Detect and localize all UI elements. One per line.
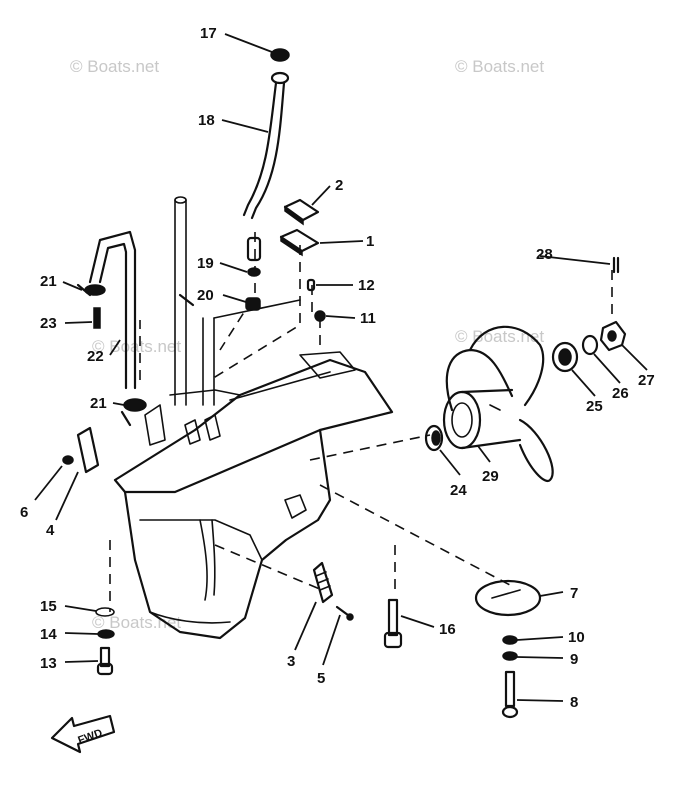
watermark: © Boats.net bbox=[92, 337, 181, 356]
callout-25: 25 bbox=[586, 398, 603, 415]
part-5-screw bbox=[335, 605, 354, 621]
callout-15: 15 bbox=[40, 598, 57, 615]
callout-19: 19 bbox=[197, 255, 214, 272]
part-20-grommet bbox=[245, 297, 261, 311]
callout-4: 4 bbox=[46, 522, 55, 539]
leader-lines bbox=[34, 33, 648, 702]
callout-21: 21 bbox=[40, 273, 57, 290]
callout-16: 16 bbox=[439, 621, 456, 638]
water-tube bbox=[202, 299, 301, 406]
part-25-washer bbox=[551, 341, 579, 373]
callout-8: 8 bbox=[570, 694, 578, 711]
callout-13: 13 bbox=[40, 655, 57, 672]
part-19-tube bbox=[246, 236, 262, 277]
part-21-clip-upper bbox=[76, 283, 106, 297]
part-14-gasket bbox=[97, 629, 115, 639]
callout-2: 2 bbox=[335, 177, 343, 194]
callout-26: 26 bbox=[612, 385, 629, 402]
part-22-tube bbox=[88, 230, 137, 390]
callout-9: 9 bbox=[570, 651, 578, 668]
callout-20: 20 bbox=[197, 287, 214, 304]
gear-case-housing bbox=[113, 351, 394, 640]
callout-12: 12 bbox=[358, 277, 375, 294]
watermark: © Boats.net bbox=[70, 57, 159, 76]
callout-5: 5 bbox=[317, 670, 325, 687]
part-28-cotter-pin bbox=[612, 256, 620, 274]
part-11-plug bbox=[314, 310, 326, 322]
part-27-nut bbox=[599, 320, 627, 352]
callout-14: 14 bbox=[40, 626, 57, 643]
part-12-pin bbox=[306, 278, 316, 292]
callout-11: 11 bbox=[360, 310, 376, 327]
callout-labels: 17 18 2 1 19 20 12 11 21 23 22 21 6 4 28… bbox=[20, 25, 655, 711]
part-4-plate bbox=[76, 426, 100, 474]
callout-27: 27 bbox=[638, 372, 655, 389]
part-26-washer bbox=[581, 334, 599, 356]
part-21-clip-lower bbox=[120, 398, 147, 427]
part-2-pad bbox=[283, 198, 320, 226]
callout-17: 17 bbox=[200, 25, 217, 42]
part-9-washer bbox=[502, 651, 518, 661]
part-3-anode bbox=[312, 561, 334, 604]
callout-23: 23 bbox=[40, 315, 57, 332]
part-24-spacer bbox=[424, 424, 444, 452]
part-13-screw bbox=[96, 646, 114, 676]
callout-21: 21 bbox=[90, 395, 107, 412]
part-18-hose bbox=[242, 71, 290, 220]
part-29-propeller bbox=[442, 325, 554, 483]
callout-24: 24 bbox=[450, 482, 467, 499]
callout-3: 3 bbox=[287, 653, 295, 670]
part-7-trim-tab bbox=[474, 579, 542, 617]
part-15-washer bbox=[95, 607, 115, 617]
callout-6: 6 bbox=[20, 504, 28, 521]
callout-1: 1 bbox=[366, 233, 374, 250]
part-10-washer bbox=[502, 635, 518, 645]
forward-label: FWD bbox=[76, 727, 104, 747]
part-1-pad bbox=[279, 228, 320, 257]
callout-10: 10 bbox=[568, 629, 585, 646]
callout-18: 18 bbox=[198, 112, 215, 129]
watermark: © Boats.net bbox=[455, 57, 544, 76]
part-8-bolt bbox=[501, 670, 519, 719]
part-16-bolt bbox=[383, 598, 403, 649]
callout-29: 29 bbox=[482, 468, 499, 485]
part-6-bolt bbox=[62, 455, 74, 465]
forward-arrow-icon: FWD bbox=[50, 714, 116, 754]
callout-7: 7 bbox=[570, 585, 578, 602]
part-17-cap bbox=[270, 48, 290, 62]
callout-22: 22 bbox=[87, 348, 104, 365]
callout-28: 28 bbox=[536, 246, 553, 263]
drive-shaft bbox=[174, 196, 195, 406]
part-23-screw bbox=[93, 307, 101, 329]
